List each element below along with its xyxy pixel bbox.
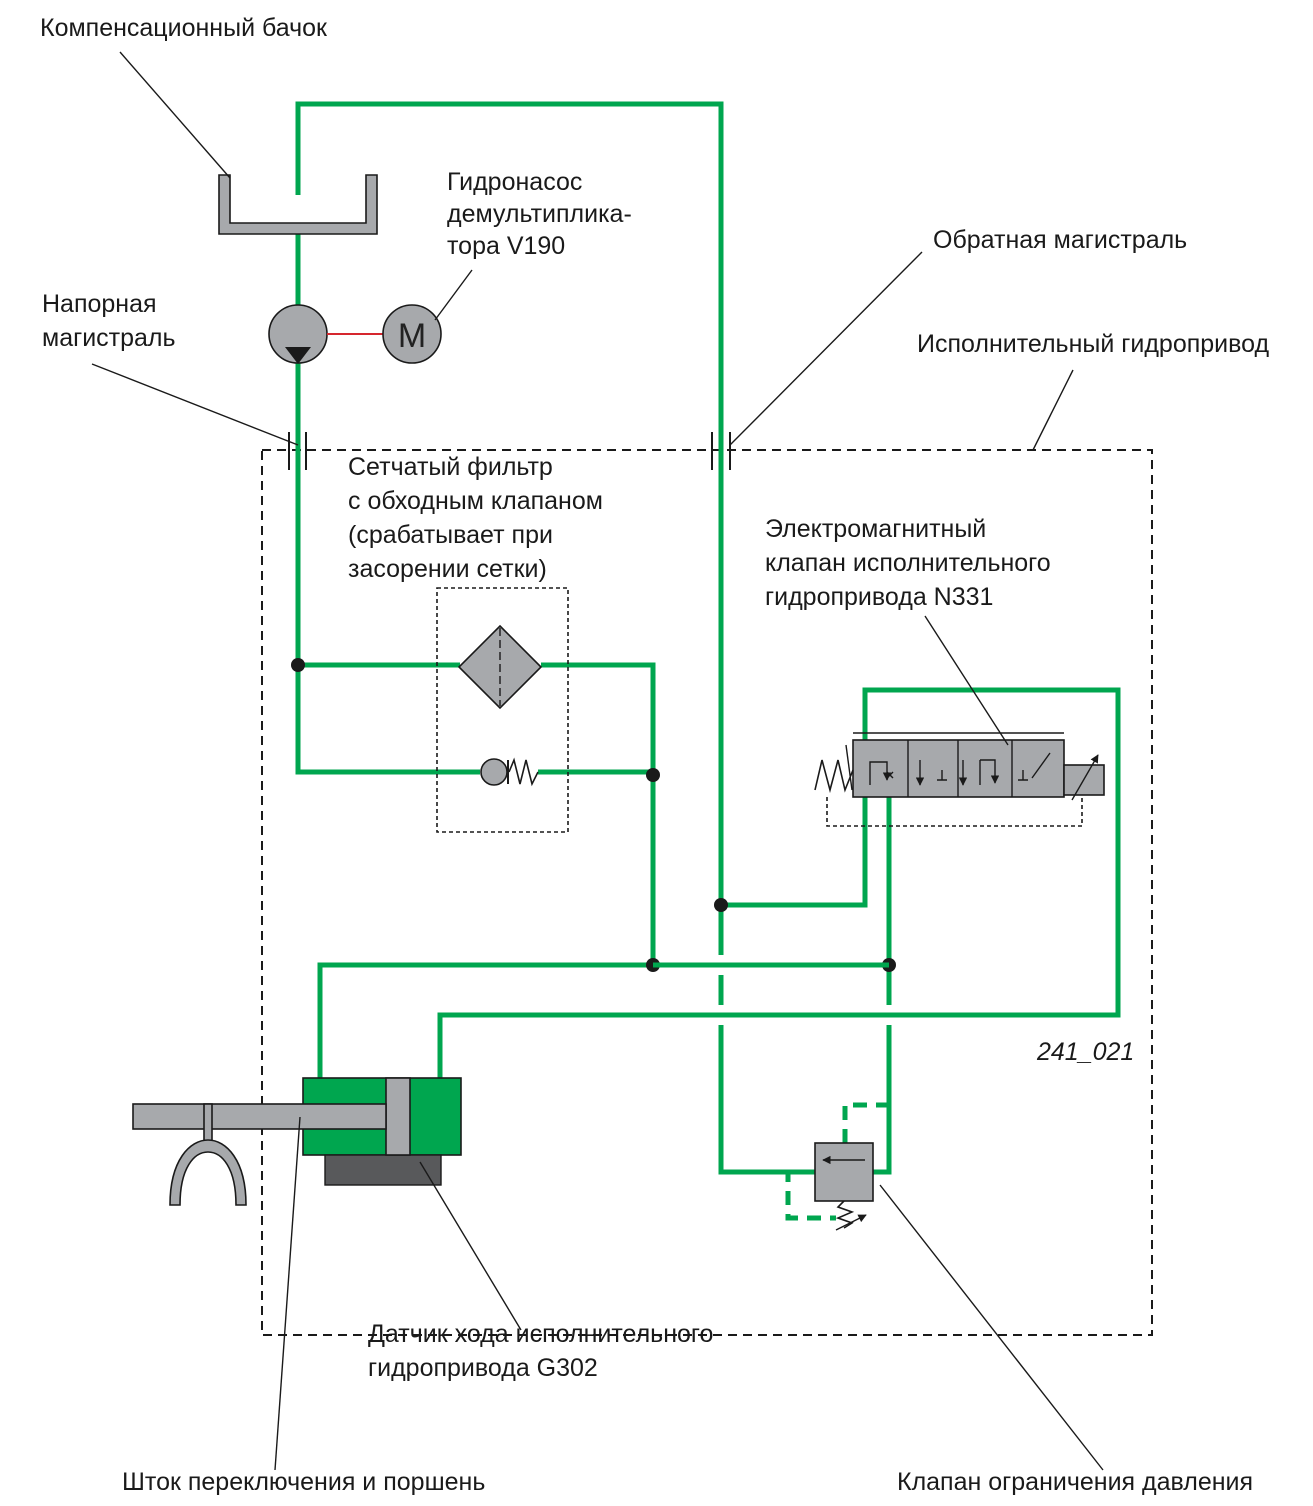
pump-symbol xyxy=(268,304,328,364)
leader-lines xyxy=(91,51,1104,1471)
solenoid-valve xyxy=(814,732,1105,827)
coupling-return xyxy=(711,432,731,470)
figure-id: 241_021 xyxy=(1036,1038,1134,1066)
hydraulic-lines xyxy=(295,101,1121,1221)
label-pressure-1: Напорная xyxy=(42,290,157,318)
label-return-line: Обратная магистраль xyxy=(933,226,1187,254)
label-filter-4: засорении сетки) xyxy=(348,555,547,583)
label-filter-2: с обходным клапаном xyxy=(348,487,603,515)
svg-text:M: M xyxy=(398,317,426,355)
label-valve-3: гидропривода N331 xyxy=(765,583,993,611)
label-pressure-2: магистраль xyxy=(42,324,176,352)
label-valve-2: клапан исполнительного xyxy=(765,549,1051,577)
motor-symbol: M xyxy=(382,304,442,364)
actuator-boundary xyxy=(261,449,1153,1336)
label-actuator: Исполнительный гидропривод xyxy=(917,330,1270,358)
label-reservoir: Компенсационный бачок xyxy=(40,14,328,42)
coupling-pressure xyxy=(288,432,307,470)
label-sensor-1: Датчик хода исполнительного xyxy=(368,1320,713,1348)
label-pump-2: демультиплика- xyxy=(447,200,632,228)
label-relief-valve: Клапан ограничения давления xyxy=(897,1468,1253,1496)
reservoir-tank xyxy=(218,174,378,235)
label-valve-1: Электромагнитный xyxy=(765,515,986,543)
pressure-relief-valve xyxy=(814,1142,874,1231)
label-filter-3: (срабатывает при xyxy=(348,521,553,549)
label-sensor-2: гидропривода G302 xyxy=(368,1354,598,1382)
shift-rod-and-fork xyxy=(132,1103,387,1206)
label-pump-3: тора V190 xyxy=(447,232,565,260)
actuator-cylinder xyxy=(302,1077,462,1186)
label-filter-1: Сетчатый фильтр xyxy=(348,453,553,481)
junction-dots xyxy=(291,658,896,972)
label-rod: Шток переключения и поршень xyxy=(122,1468,485,1496)
bypass-check-valve xyxy=(480,757,539,787)
mesh-filter-symbol xyxy=(457,624,543,710)
label-pump-1: Гидронасос xyxy=(447,168,582,196)
filter-box xyxy=(436,587,569,833)
